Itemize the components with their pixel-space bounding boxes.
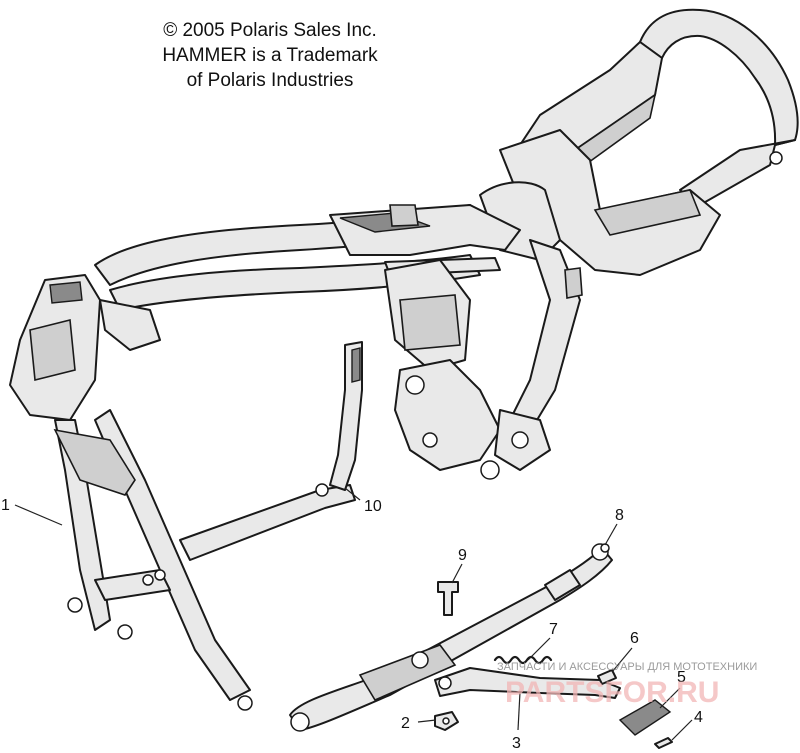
pin-part-4 [654,737,673,749]
bolt-part-9 [437,581,459,616]
watermark-tagline: ЗАПЧАСТИ И АКСЕССУАРЫ ДЛЯ МОТОТЕХНИКИ [497,661,757,673]
watermark-logo: PARTSFOR.RU [505,676,719,709]
pivot-end-part-8 [600,543,610,553]
callout-6: 6 [630,630,639,647]
callout-10: 10 [364,498,382,515]
callout-5: 5 [677,669,686,686]
callout-4: 4 [694,709,703,726]
watermark: ЗАПЧАСТИ И АКСЕССУАРЫ ДЛЯ МОТОТЕХНИКИ PA… [497,661,757,709]
callout-7: 7 [549,621,558,638]
clip-part-6 [597,669,617,685]
steering-head-and-downtubes [9,274,253,711]
callout-9: 9 [458,547,467,564]
spring-part-7 [493,655,553,665]
swingarm-pivot-casting [384,239,583,480]
frame-rail-bracket [329,341,363,491]
callout-3: 3 [512,735,521,752]
rear-frame-loop [519,8,799,247]
copyright-line-1: © 2005 Polaris Sales Inc. [163,20,377,41]
copyright-notice: © 2005 Polaris Sales Inc. HAMMER is a Tr… [120,18,420,93]
foot-pad-part-5 [618,699,672,736]
nut-part-2 [434,711,459,731]
copyright-line-2: HAMMER is a Trademark [162,45,378,66]
callout-2: 2 [401,715,410,732]
callout-8: 8 [615,507,624,524]
callout-labels: 1 2 3 4 5 6 7 8 9 10 [1,497,703,752]
side-stand-part-3 [434,667,621,699]
callout-1: 1 [1,497,10,514]
copyright-line-3: of Polaris Industries [186,70,354,91]
kickstand-assembly [289,543,613,732]
leader-lines [14,487,693,741]
lower-cross-tubes [94,483,356,601]
